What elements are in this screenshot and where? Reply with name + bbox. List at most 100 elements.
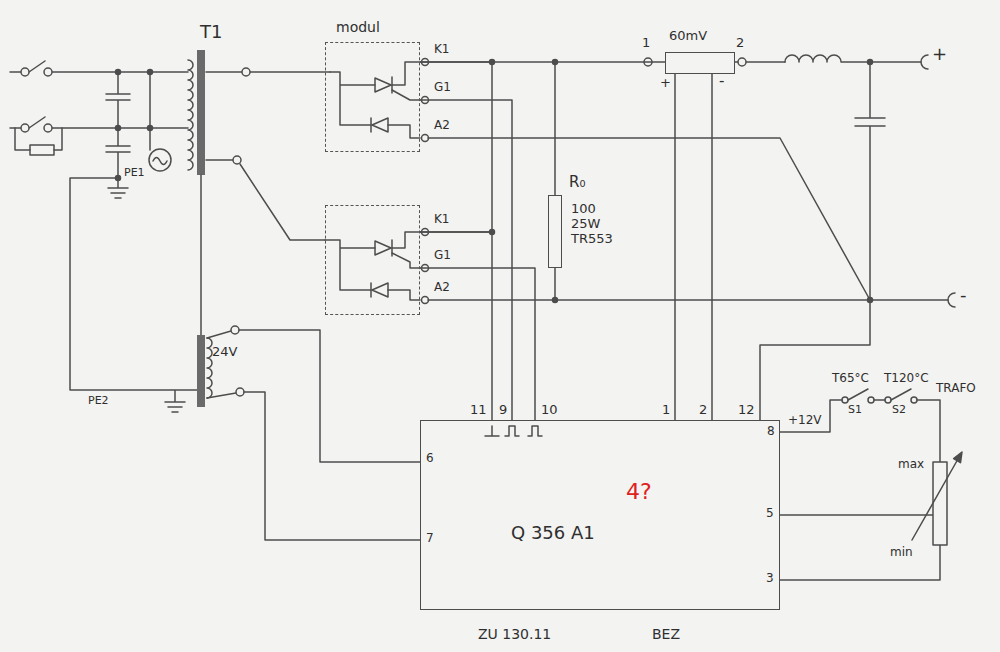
mains-wiring-part — [15, 128, 62, 150]
output-wiring-part — [554, 62, 556, 300]
pin-label: S2 — [892, 404, 906, 417]
control-wiring-part — [868, 397, 874, 403]
pin-label: PE1 — [124, 167, 145, 180]
resistor-symbol: R₀100 25W TR553 — [548, 195, 562, 268]
output-wiring-part — [760, 62, 885, 420]
pin-label: 11 — [470, 403, 487, 418]
pin-label: PE2 — [88, 395, 109, 408]
mains-wiring-part — [30, 145, 54, 155]
node-label: modul — [336, 19, 380, 35]
thyristor-module-part — [375, 78, 391, 92]
mains-wiring-part — [21, 68, 29, 76]
node-label: Q 356 A1 — [511, 523, 595, 544]
node-label: 4? — [626, 479, 652, 504]
mains-wiring — [10, 61, 197, 412]
thyristor-module-part — [391, 77, 393, 93]
node-label: R₀ — [569, 174, 585, 191]
pin-label: 12 — [738, 403, 755, 418]
pin-label: 24V — [212, 345, 237, 360]
mains-wiring-part — [70, 72, 197, 412]
transformer-symbol-part — [233, 156, 241, 164]
pin-label: +12V — [788, 414, 822, 428]
transformer-symbol-part — [242, 68, 250, 76]
shunt-symbol: 60mV — [665, 52, 735, 74]
pin-label: min — [890, 546, 913, 560]
mains-wiring-part — [149, 149, 171, 171]
node-label: 100 25W TR553 — [571, 202, 625, 247]
transformer-symbol-part — [236, 388, 244, 396]
control-wiring-part — [933, 462, 947, 545]
node-label: K1 — [434, 43, 450, 57]
mains-wiring-part — [116, 126, 121, 131]
pin-label: 7 — [426, 532, 434, 546]
mains-wiring-part — [10, 61, 188, 72]
pin-label: ZU 130.11 — [478, 626, 551, 642]
transformer-symbol-part — [207, 331, 236, 398]
transformer-symbol-part — [200, 175, 202, 335]
pin-label: S1 — [848, 404, 862, 417]
pin-label: TRAFO — [936, 382, 976, 396]
transformer-symbol-part — [239, 330, 420, 540]
control-wiring-part — [912, 459, 958, 540]
control-unit-box: Q 356 A1 4? — [420, 420, 780, 610]
output-wiring-part — [868, 60, 873, 65]
pin-label: 3 — [766, 572, 774, 586]
pin-label: T65°C — [832, 372, 869, 386]
output-wiring — [428, 55, 955, 436]
wire-connector — [420, 232, 492, 420]
transformer-symbol-part — [197, 335, 205, 407]
pin-label: 6 — [426, 452, 434, 466]
node-label: A2 — [434, 281, 450, 295]
output-wiring-part — [921, 55, 928, 69]
control-wiring-part — [911, 397, 917, 403]
node-label: 60mV — [669, 29, 707, 44]
node-label: G1 — [434, 249, 451, 263]
mains-wiring-part — [21, 124, 29, 132]
node-label: G1 — [434, 81, 451, 95]
node-label: K1 — [434, 213, 450, 227]
thyristor-module — [325, 59, 429, 304]
thyristor-module-part — [375, 241, 391, 255]
pin-label: BEZ — [652, 626, 680, 642]
mains-wiring-part — [44, 124, 52, 132]
mains-wiring-part — [116, 70, 121, 75]
transformer-symbol-part — [206, 72, 330, 240]
mains-wiring-part — [44, 68, 52, 76]
pin-label: - — [960, 285, 967, 306]
pin-label: T120°C — [884, 372, 929, 386]
output-wiring-part — [948, 293, 955, 307]
node-label: A2 — [434, 119, 450, 133]
mains-wiring-part — [116, 176, 121, 181]
pin-label: 1 — [662, 403, 670, 418]
mains-wiring-part — [153, 158, 167, 165]
pin-label: 1 — [642, 36, 650, 51]
transformer-symbol-part — [231, 326, 239, 334]
pin-label: 9 — [499, 403, 507, 418]
thyristor-module-part — [370, 118, 372, 132]
thyristor-module-part — [372, 283, 388, 297]
thyristor-module-part — [391, 240, 393, 256]
wire-connector — [420, 100, 512, 420]
wire-connector — [711, 74, 713, 420]
control-wiring-part — [780, 389, 940, 580]
transformer-symbol-part — [197, 50, 205, 175]
pin-label: 5 — [766, 507, 774, 521]
output-wiring-part — [428, 138, 948, 300]
pin-label: 2 — [699, 403, 707, 418]
thyristor-module-part — [370, 283, 372, 297]
control-wiring-part — [842, 397, 848, 403]
thyristor-module-part — [330, 62, 420, 138]
control-wiring — [780, 389, 962, 580]
control-wiring-part — [954, 452, 962, 463]
transformer-symbol-part — [207, 338, 212, 398]
pin-label: max — [898, 458, 924, 472]
pin-label: + — [932, 44, 947, 65]
pin-label: - — [719, 73, 724, 90]
transformer-symbol-part — [188, 60, 193, 170]
wire-connector — [674, 74, 676, 420]
pin-label: + — [660, 76, 671, 91]
pin-label: T1 — [200, 22, 222, 43]
